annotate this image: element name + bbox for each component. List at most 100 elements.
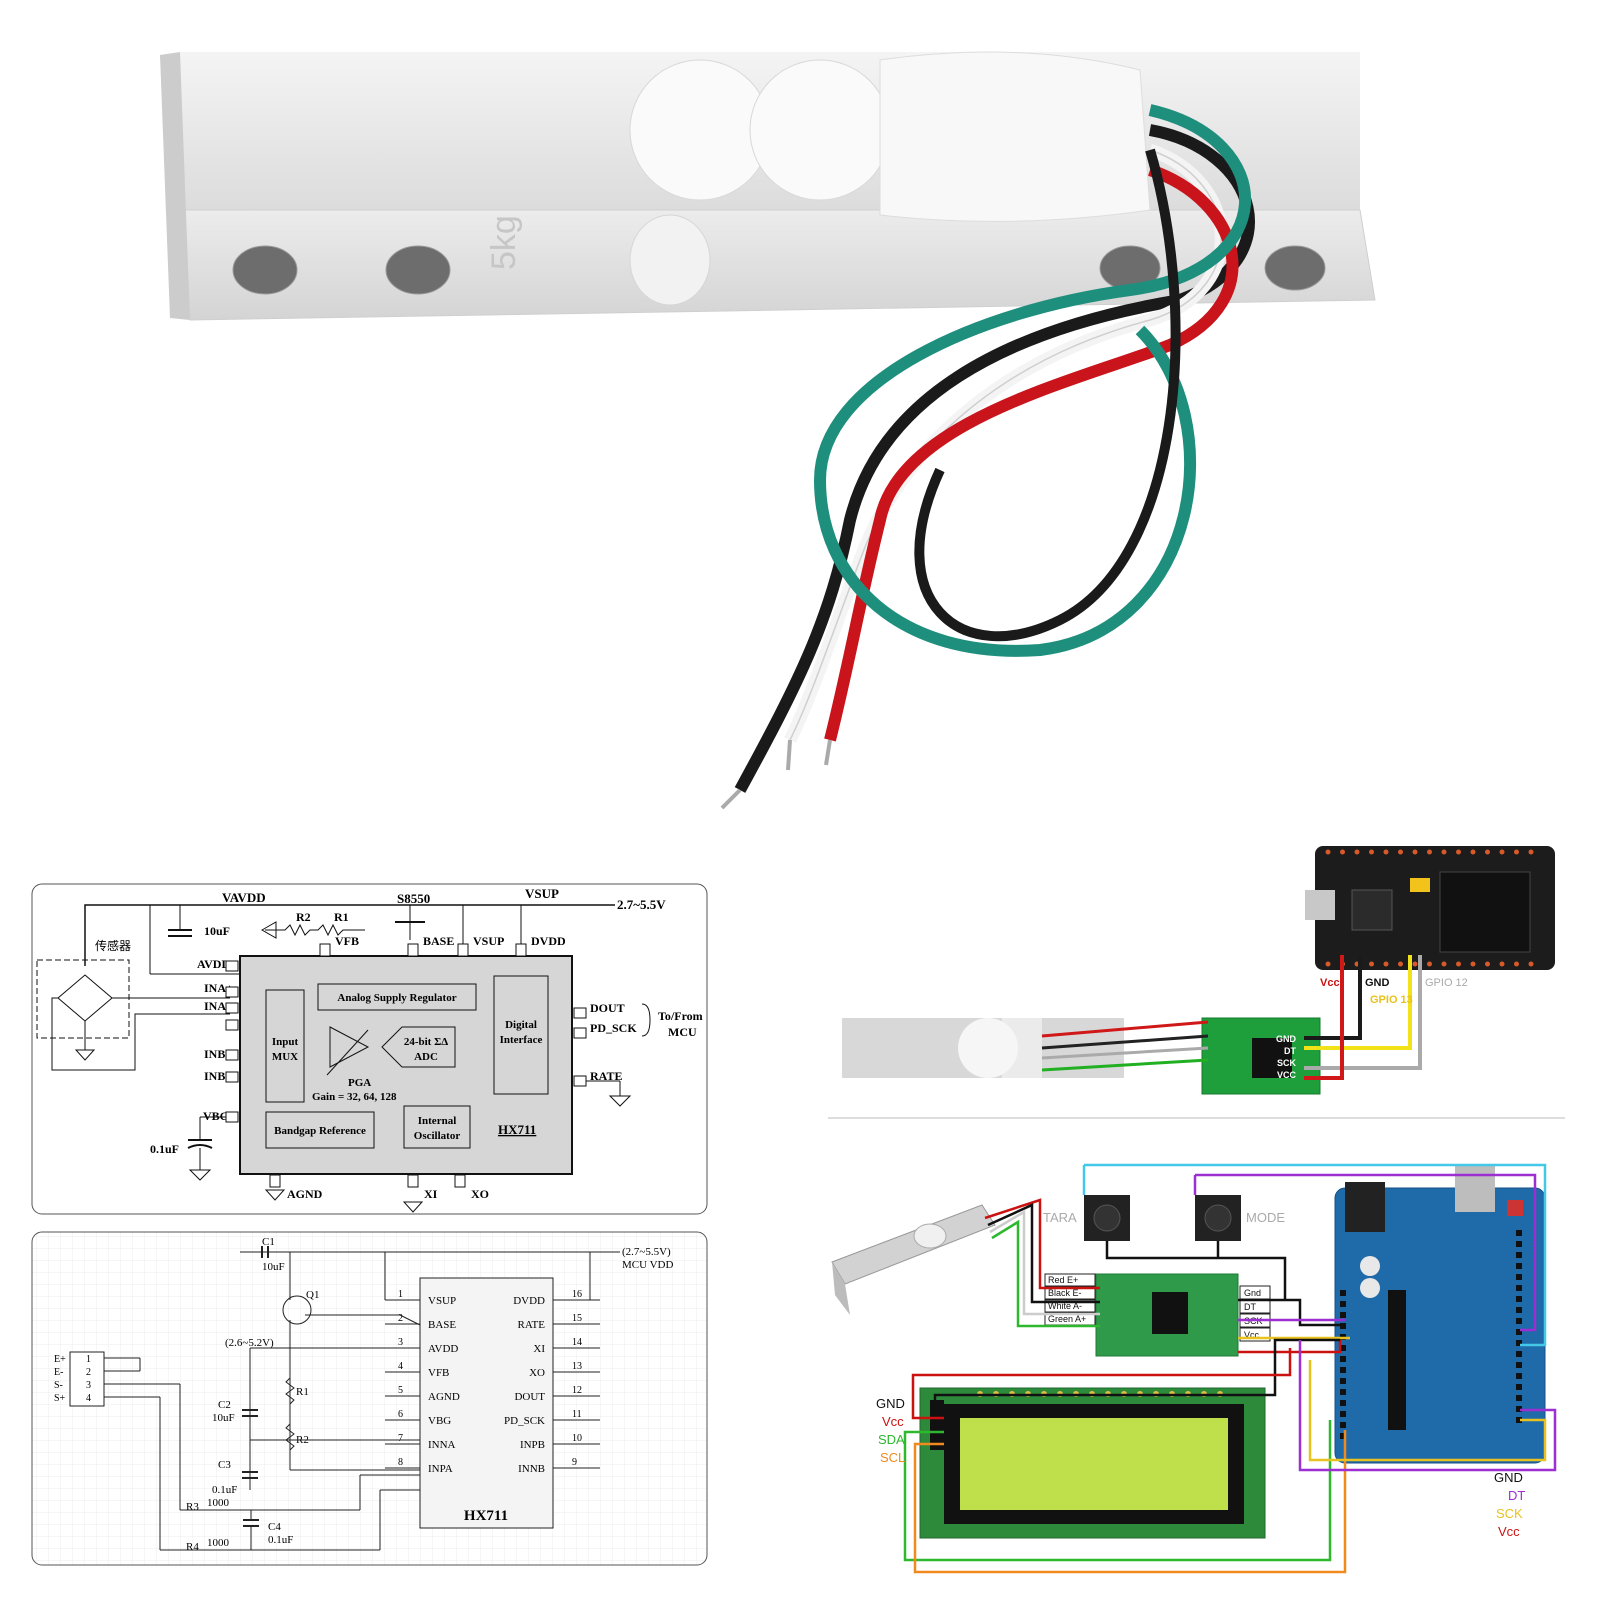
arduino-digital-pin (1516, 1241, 1522, 1247)
arduino-digital-pin (1516, 1307, 1522, 1313)
esp-header-pin (1354, 849, 1360, 855)
bandgap-block (265, 1111, 375, 1149)
ground-arrow (260, 921, 277, 939)
schematic-pin-name: XI (533, 1343, 545, 1355)
red-wire-tip (824, 739, 832, 766)
to-from-label: To/From (658, 1009, 703, 1023)
capacity-label: 5kg (485, 215, 523, 270)
esp-header-pin (1441, 849, 1447, 855)
load-cell-photo: 5kg (160, 51, 1376, 810)
arduino-analog-pin (1340, 1433, 1346, 1439)
digital-interface-block (493, 975, 549, 1095)
arduino-digital-pin (1516, 1351, 1522, 1357)
esp-header-pin (1383, 849, 1389, 855)
wire-label: White A- (1048, 1301, 1082, 1311)
hx711-pin-label: Vcc (1244, 1330, 1260, 1340)
esp-header-pin (1485, 849, 1490, 855)
schematic-frame (31, 1231, 708, 1566)
supply-range-label: 2.7~5.5V (617, 897, 666, 912)
schematic-pin-name: DOUT (514, 1391, 545, 1403)
c2-value: 10uF (212, 1412, 235, 1424)
schematic-pin-name: VSUP (428, 1295, 456, 1307)
arduino-load-cell-hole (913, 1223, 947, 1249)
legend-gnd: GND (1494, 1470, 1523, 1485)
schematic-pin-name: VBG (428, 1415, 451, 1427)
wire-labels: Red E+Black E-White A-Green A+ (1044, 1273, 1096, 1326)
schematic-pin-number: 11 (572, 1409, 582, 1420)
schematic-pin-number: 1 (398, 1289, 403, 1300)
resistor-divider (265, 923, 365, 937)
r4-label: R4 (186, 1541, 199, 1553)
arduino-load-cell (831, 1204, 996, 1285)
esp-header-pins (1325, 849, 1534, 967)
legend-dt: DT (1508, 1488, 1525, 1503)
sensor-connector (69, 1351, 105, 1407)
mount-hole-1 (232, 245, 298, 295)
schematic-pin-name: DVDD (513, 1295, 545, 1307)
esp-header-pin (1528, 849, 1534, 855)
connector-label: S- (54, 1380, 63, 1391)
r1-label: R1 (334, 910, 349, 924)
arduino-mcu (1388, 1290, 1406, 1430)
esp-header-pin (1470, 961, 1476, 967)
schematic-pin-number: 9 (572, 1457, 577, 1468)
schematic-pin-number: 6 (398, 1409, 403, 1420)
pin-ina-minus: INA- (204, 999, 230, 1013)
sensor-label: 传感器 (95, 938, 131, 953)
schematic-pin-name: INNA (428, 1439, 456, 1451)
esp-gpio13-label: GPIO 13 (1370, 994, 1413, 1006)
arduino-analog-pin (1340, 1378, 1346, 1384)
arduino-reset-button[interactable] (1507, 1200, 1523, 1216)
wire-label: Red E+ (1048, 1275, 1078, 1285)
arduino-analog-pin (1340, 1345, 1346, 1351)
c4-label: C4 (268, 1521, 281, 1533)
connector-pin-number: 2 (86, 1367, 91, 1378)
load-cell-slot (629, 214, 711, 306)
regulator-block (317, 983, 477, 1011)
c1-label: C1 (262, 1236, 275, 1248)
esp-vcc-label: Vcc (1320, 977, 1340, 989)
mcu-vdd: MCU VDD (622, 1259, 674, 1271)
lcd-screen (960, 1418, 1228, 1510)
hx711-schematic: HX711 1VSUP2BASE3AVDD4VFB5AGND6VBG7INNA8… (31, 1231, 708, 1566)
esp-header-pin (1499, 961, 1505, 967)
esp-load-cell-hole (958, 1018, 1018, 1078)
schematic-pin-number: 14 (572, 1337, 582, 1348)
esp-gpio12-label: GPIO 12 (1425, 977, 1468, 989)
load-cell-hole-1 (629, 59, 771, 201)
c3-value: 0.1uF (212, 1484, 237, 1496)
schematic-pin-number: 15 (572, 1313, 582, 1324)
pin-base: BASE (423, 934, 454, 948)
schematic-pin-name: VFB (428, 1367, 449, 1379)
esp-header-pin (1427, 961, 1432, 967)
esp-header-pin (1456, 849, 1461, 855)
schematic-chip (419, 1277, 554, 1529)
arduino-digital-pin (1516, 1417, 1522, 1423)
r3-label: R3 (186, 1501, 199, 1513)
r1-label: R1 (296, 1386, 309, 1398)
connector-label: E+ (54, 1354, 66, 1365)
mode-label: MODE (1246, 1210, 1285, 1225)
connector-pin-number: 4 (86, 1393, 91, 1404)
arduino-digital-pin (1516, 1274, 1522, 1280)
esp-hx711-pin: SCK (1277, 1058, 1297, 1068)
arduino-analog-pin (1340, 1323, 1346, 1329)
r3-value: 1000 (207, 1497, 230, 1509)
schematic-pin-number: 2 (398, 1313, 403, 1324)
arduino-digital-pin (1516, 1362, 1522, 1368)
arduino-digital-pin (1516, 1373, 1522, 1379)
connector-label: S+ (54, 1393, 66, 1404)
vdd-range: (2.7~5.5V) (622, 1246, 671, 1258)
arduino-digital-pin (1516, 1395, 1522, 1401)
pga-amp (329, 1026, 370, 1068)
arduino-usb (1455, 1166, 1495, 1212)
schematic-pin-number: 3 (398, 1337, 403, 1348)
r1-resistor (285, 1377, 295, 1405)
r2-label: R2 (296, 910, 311, 924)
digital-label-2: Interface (500, 1034, 543, 1046)
pin-inb-minus: INB- (204, 1069, 229, 1083)
r2-resistor (285, 1423, 295, 1451)
arduino-digital-pin (1516, 1296, 1522, 1302)
